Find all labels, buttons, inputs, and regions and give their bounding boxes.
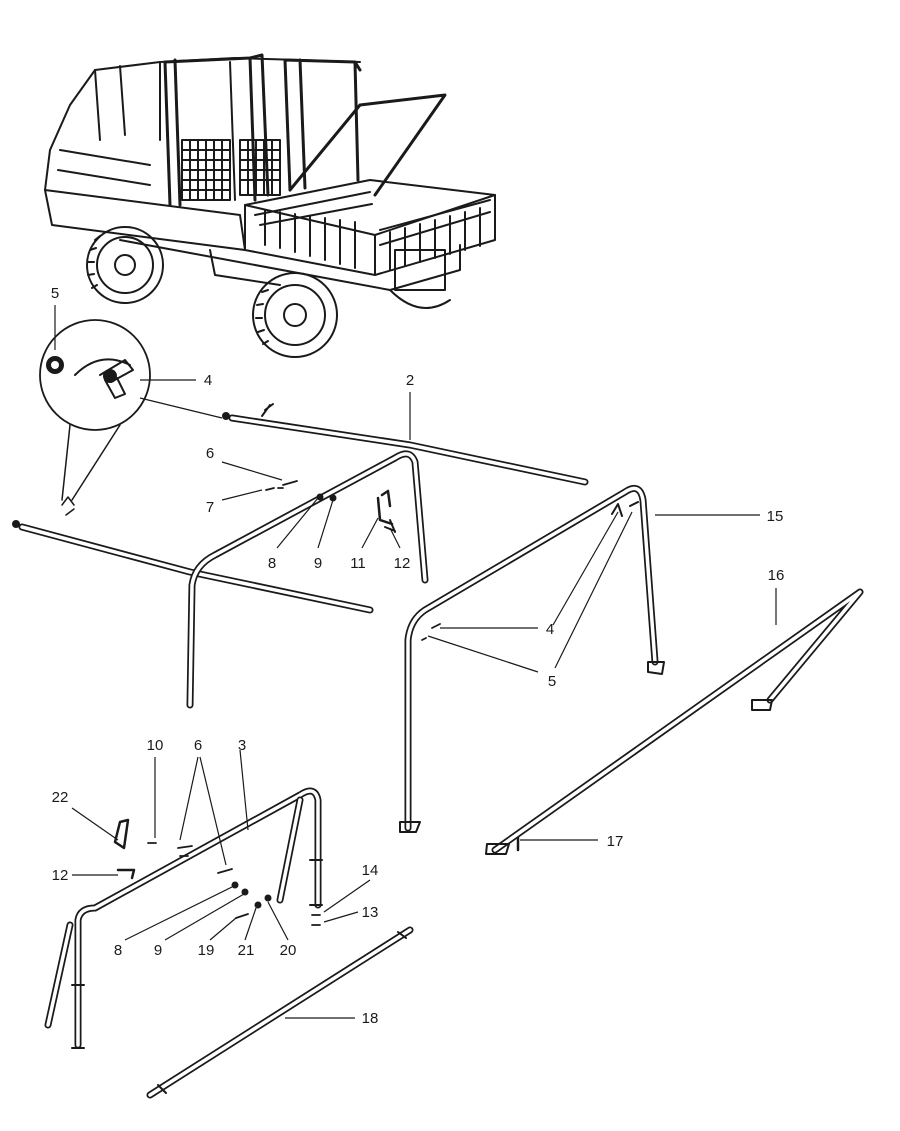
callout-12b: 12 <box>52 867 69 884</box>
rear-hoop <box>399 484 665 833</box>
callout-17: 17 <box>607 833 624 850</box>
callout-20: 20 <box>280 942 297 959</box>
callout-21: 21 <box>238 942 255 959</box>
callout-labels: 5 4 2 6 7 8 9 11 12 15 16 4 5 10 6 3 22 … <box>51 285 785 1027</box>
side-frame-assembly <box>44 787 323 1049</box>
roll-frame-assembly <box>12 403 589 709</box>
callout-8: 8 <box>268 555 276 572</box>
callout-12: 12 <box>394 555 411 572</box>
callout-16: 16 <box>768 567 785 584</box>
callout-14: 14 <box>362 862 379 879</box>
diagonal-brace <box>485 588 864 855</box>
callout-5b: 5 <box>548 673 556 690</box>
callout-10: 10 <box>147 737 164 754</box>
lower-brace <box>146 926 414 1099</box>
callout-22: 22 <box>52 789 69 806</box>
callout-8b: 8 <box>114 942 122 959</box>
callout-9: 9 <box>314 555 322 572</box>
callout-4: 4 <box>204 372 212 389</box>
callout-9b: 9 <box>154 942 162 959</box>
callout-18: 18 <box>362 1010 379 1027</box>
callout-19: 19 <box>198 942 215 959</box>
callout-7: 7 <box>206 499 214 516</box>
vehicle-illustration <box>44 53 496 358</box>
callout-3: 3 <box>238 737 246 754</box>
leader-lines <box>54 305 777 1019</box>
callout-4b: 4 <box>546 621 554 638</box>
callout-13: 13 <box>362 904 379 921</box>
callout-2: 2 <box>406 372 414 389</box>
callout-6: 6 <box>206 445 214 462</box>
callout-15: 15 <box>767 508 784 525</box>
detail-magnifier <box>39 319 151 516</box>
callout-6b: 6 <box>194 737 202 754</box>
callout-11: 11 <box>350 555 366 572</box>
callout-5: 5 <box>51 285 59 302</box>
